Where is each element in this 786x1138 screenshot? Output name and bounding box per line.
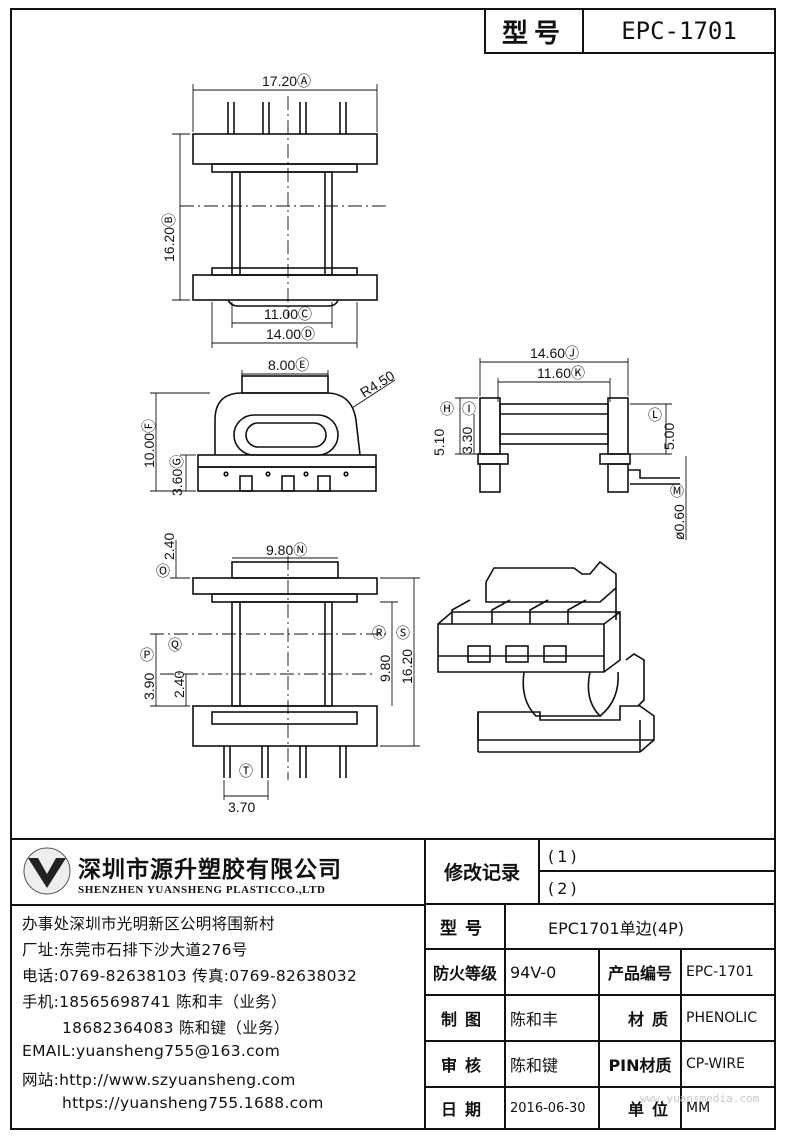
company-logo-icon xyxy=(23,847,71,895)
fire-rating-value: 94V-0 xyxy=(510,962,557,982)
dim-d: 14.00Ⓓ xyxy=(266,326,315,342)
dim-k: 11.60Ⓚ xyxy=(537,365,585,381)
dim-i-val: 3.30 xyxy=(459,427,475,454)
company-name-cn: 深圳市源升塑胶有限公司 xyxy=(78,857,342,883)
dim-o-val: 2.40 xyxy=(161,533,177,560)
product-no-label: 产品编号 xyxy=(607,964,672,983)
dim-a: 17.20Ⓐ xyxy=(262,73,311,89)
dim-f: 10.00Ⓕ xyxy=(141,419,157,468)
divider xyxy=(680,948,682,1130)
phone-fax: 电话:0769-82638103 传真:0769-82638032 xyxy=(22,967,358,985)
isometric-view xyxy=(437,560,655,753)
website-2: https://yuansheng755.1688.com xyxy=(62,1094,324,1112)
divider xyxy=(424,1040,776,1042)
divider xyxy=(598,948,600,1130)
model-header: 型号 EPC-1701 xyxy=(484,10,776,54)
dim-t: Ⓣ xyxy=(239,763,253,779)
unit-label: 单位 xyxy=(627,1100,676,1119)
dim-b: 16.20Ⓑ xyxy=(161,213,177,262)
dim-e: 8.00Ⓔ xyxy=(268,357,309,373)
drawn-value: 陈和丰 xyxy=(510,1010,559,1029)
dim-j: 14.60Ⓙ xyxy=(530,345,579,361)
watermark: www.yuansmedia.com xyxy=(640,1092,760,1105)
dim-s-val: 16.20 xyxy=(399,649,415,684)
model-header-label: 型号 xyxy=(486,10,584,52)
divider xyxy=(424,994,776,996)
pin-material-value: CP-WIRE xyxy=(686,1056,745,1072)
dim-p: Ⓟ xyxy=(140,647,154,663)
company-name-en: SHENZHEN YUANSHENG PLASTICCO.,LTD xyxy=(78,884,326,896)
email: EMAIL:yuansheng755@163.com xyxy=(22,1042,281,1060)
front-view xyxy=(150,370,396,492)
drawing-frame xyxy=(10,8,776,1130)
dim-n: 9.80Ⓝ xyxy=(266,542,307,558)
divider xyxy=(538,870,776,872)
unit-value: MM xyxy=(686,1100,711,1116)
divider xyxy=(504,903,506,1130)
material-label: 材质 xyxy=(627,1010,676,1029)
divider xyxy=(10,904,424,906)
dim-r2-val: 9.80 xyxy=(377,655,393,682)
pin-material-label: PIN材质 xyxy=(608,1056,672,1075)
dim-h: Ⓗ xyxy=(440,401,454,417)
side-view xyxy=(455,358,687,540)
date-value: 2016-06-30 xyxy=(510,1100,586,1116)
mobile-2: 18682364083 陈和键（业务） xyxy=(62,1019,290,1037)
dim-l: Ⓛ xyxy=(648,407,662,423)
divider xyxy=(424,1086,776,1088)
title-block xyxy=(10,838,776,1130)
material-value: PHENOLIC xyxy=(686,1010,758,1026)
dim-c: 11.00Ⓒ xyxy=(264,306,312,322)
date-label: 日期 xyxy=(440,1100,489,1119)
check-value: 陈和键 xyxy=(510,1056,559,1075)
dim-l-val: 5.00 xyxy=(661,423,677,450)
revision-2: (2) xyxy=(548,878,580,898)
model-label: 型号 xyxy=(440,919,490,939)
dim-m: Ⓜ xyxy=(670,483,684,499)
dim-i: Ⓘ xyxy=(462,401,476,417)
website-1: 网站:http://www.szyuansheng.com xyxy=(22,1071,296,1089)
dim-q: Ⓠ xyxy=(168,637,182,653)
divider xyxy=(424,903,776,905)
divider xyxy=(424,948,776,950)
dim-h-val: 5.10 xyxy=(431,429,447,456)
fire-rating-label: 防火等级 xyxy=(432,964,497,983)
office-address: 办事处深圳市光明新区公明将围新村 xyxy=(22,915,275,933)
dim-q-val: 2.40 xyxy=(171,671,187,698)
model-header-value: EPC-1701 xyxy=(621,17,737,45)
revision-label: 修改记录 xyxy=(443,861,520,884)
revision-1: (1) xyxy=(548,846,580,866)
mobile-1: 手机:18565698741 陈和丰（业务） xyxy=(22,993,287,1011)
top-view xyxy=(172,84,390,348)
check-label: 审核 xyxy=(440,1056,489,1075)
dim-p-val: 3.90 xyxy=(141,673,157,700)
dim-m-val: ø0.60 xyxy=(671,504,687,540)
technical-drawing: 17.20Ⓐ 11.00Ⓒ 14.00Ⓓ 8.00Ⓔ R4.50 14.60Ⓙ … xyxy=(140,73,687,815)
model-value: EPC1701单边(4P) xyxy=(548,918,684,938)
dim-r2: Ⓡ xyxy=(372,625,386,641)
product-no-value: EPC-1701 xyxy=(686,964,754,980)
dim-o: Ⓞ xyxy=(156,563,170,579)
divider xyxy=(424,838,426,1130)
dim-g: 3.60Ⓖ xyxy=(169,455,185,496)
dim-r: R4.50 xyxy=(357,367,397,400)
drawn-label: 制图 xyxy=(440,1010,489,1029)
dim-s: Ⓢ xyxy=(396,625,410,641)
bottom-view xyxy=(150,540,420,800)
factory-address: 厂址:东莞市石排下沙大道276号 xyxy=(22,941,248,959)
dim-t-val: 3.70 xyxy=(228,799,255,815)
